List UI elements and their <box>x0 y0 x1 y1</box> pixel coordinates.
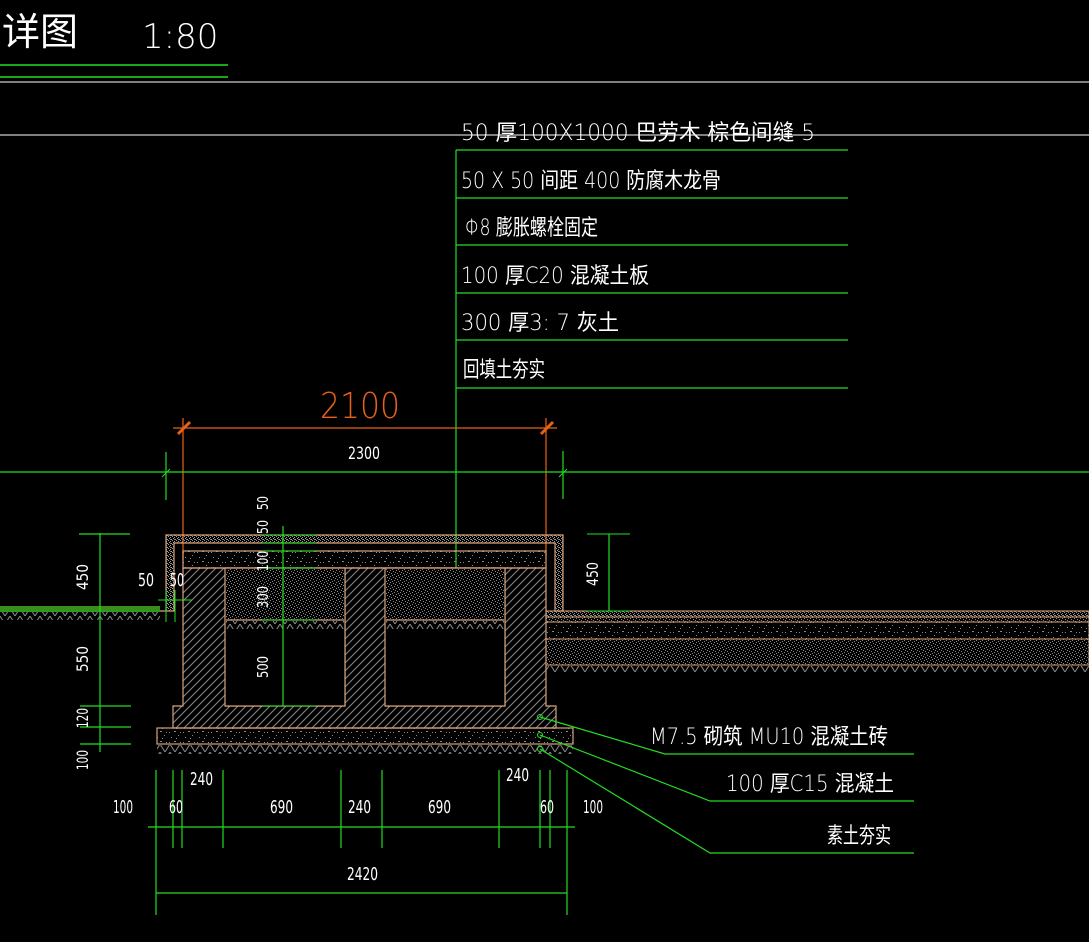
pavement-earth <box>546 666 1089 672</box>
callout-concrete-slab: 100 厚C20 混凝土板 <box>461 264 649 289</box>
leader-masonry <box>539 716 914 755</box>
pavement-right <box>545 610 1089 672</box>
dim-2100: 2100 <box>320 386 400 427</box>
drawing-title: 详图 <box>2 10 78 54</box>
tick <box>161 468 171 478</box>
tick <box>539 420 555 436</box>
callout-bolt: Φ8 膨胀螺栓固定 <box>465 216 598 241</box>
leader-dot <box>537 714 543 720</box>
ground-left <box>0 606 166 620</box>
leader-dot <box>537 746 543 752</box>
tick <box>558 468 568 478</box>
dim-450-right: 450 <box>583 562 602 586</box>
foundation-callouts: M7.5 砌筑 MU10 混凝土砖 100 厚C15 混凝土 素土夯实 <box>537 714 914 854</box>
earth-right <box>386 621 504 629</box>
dim-2300: 2300 <box>348 444 380 464</box>
dim-bottom-240-mid: 240 <box>348 797 371 818</box>
right-step-dim: 450 <box>583 533 630 612</box>
drawing-scale: 1:80 <box>142 17 218 57</box>
inner-vertical-dims: 50 50 100 300 500 <box>254 496 316 707</box>
grass-strip <box>0 606 160 610</box>
title-block: 详图 1:80 <box>0 10 1089 136</box>
pavement-lime-soil <box>545 638 1089 666</box>
layer-callout-table: 50 厚100X1000 巴劳木 棕色间缝 5 50 X 50 间距 400 防… <box>455 121 848 626</box>
dim-50-top: 50 <box>254 496 272 510</box>
dim-450-left: 450 <box>73 564 92 590</box>
callout-rammed-soil: 素土夯实 <box>827 824 891 849</box>
pavement-joist <box>545 616 1089 623</box>
dim-100-inner: 100 <box>254 551 272 571</box>
pit-structure <box>156 534 574 754</box>
dim-50-second: 50 <box>254 520 272 534</box>
dim-cover-50-a: 50 <box>138 570 154 591</box>
earth-under-foundation <box>157 745 573 754</box>
bottom-dims: 100 60 240 690 240 690 240 60 100 2420 <box>113 765 603 915</box>
top-dimensions: 2100 2300 <box>0 386 1089 560</box>
dim-bottom-240-upper-left: 240 <box>190 769 213 790</box>
callout-backfill: 回填土夯实 <box>463 358 545 383</box>
dim-100-left: 100 <box>73 750 92 770</box>
dim-550-left: 550 <box>73 646 92 672</box>
dim-bottom-100-right: 100 <box>583 797 603 818</box>
lime-soil-right <box>386 569 504 620</box>
leader-soil <box>539 748 914 854</box>
dim-bottom-100-left: 100 <box>113 797 133 818</box>
earth-left <box>226 621 344 629</box>
pavement-slab <box>545 621 1089 640</box>
concrete-slab-c20 <box>182 550 547 569</box>
dim-500-inner: 500 <box>254 656 272 678</box>
leader-dot <box>537 732 543 738</box>
earth-hatch <box>0 612 160 620</box>
dim-bottom-60-right: 60 <box>540 797 554 818</box>
dim-cover-50-b: 50 <box>170 570 184 591</box>
foundation-c15 <box>156 727 574 745</box>
callout-joist: 50 X 50 间距 400 防腐木龙骨 <box>461 169 721 194</box>
dim-bottom-690-right: 690 <box>428 797 451 818</box>
leader-c15 <box>539 734 914 802</box>
dim-120-left: 120 <box>73 708 92 728</box>
dim-bottom-240-upper-right: 240 <box>506 765 529 786</box>
dim-bottom-690-left: 690 <box>270 797 293 818</box>
dim-300-inner: 300 <box>254 586 272 608</box>
callout-decking: 50 厚100X1000 巴劳木 棕色间缝 5 <box>461 121 815 146</box>
callout-lime-soil: 300 厚3: 7 灰土 <box>461 311 619 336</box>
callout-masonry: M7.5 砌筑 MU10 混凝土砖 <box>650 725 888 750</box>
dim-overall-2420: 2420 <box>347 864 378 885</box>
left-vertical-dims: 450 550 120 100 50 50 <box>0 533 192 770</box>
lime-soil-left <box>226 569 344 620</box>
tick <box>176 420 192 436</box>
dim-bottom-60-left: 60 <box>169 797 183 818</box>
wood-decking-cover <box>165 534 564 612</box>
pavement-decking <box>545 610 1089 618</box>
callout-c15: 100 厚C15 混凝土 <box>726 772 894 797</box>
